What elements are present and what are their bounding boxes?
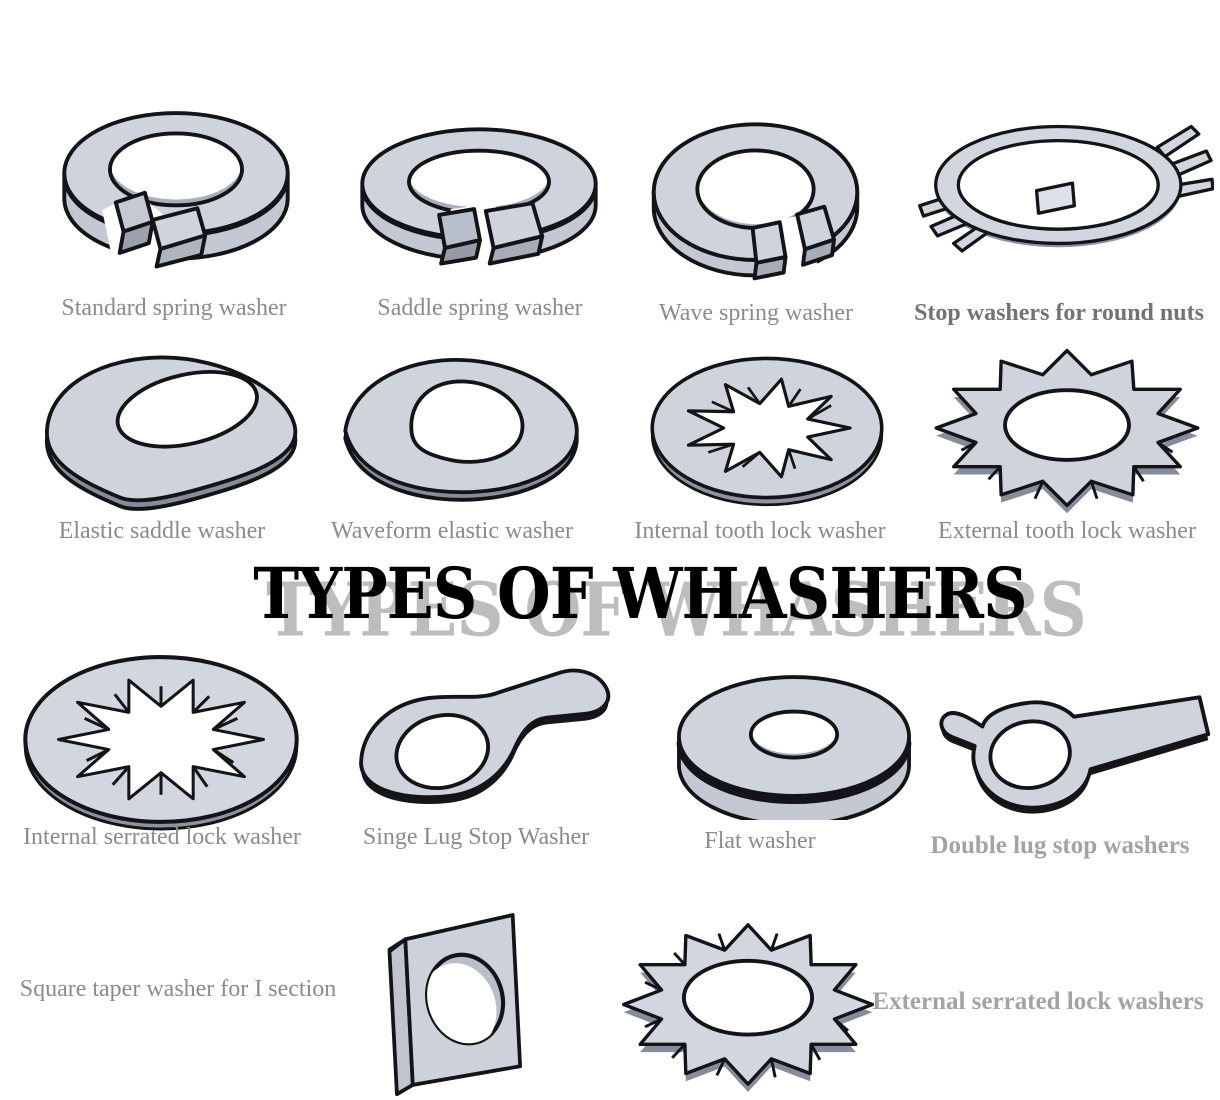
- label-flat-washer: Flat washer: [704, 828, 816, 854]
- internal-tooth-lock-washer-image: [650, 356, 884, 507]
- square-taper-washer-image: [387, 913, 522, 1097]
- title-block: TYPES OF WHASHERS TYPES OF WHASHERS: [0, 552, 1220, 653]
- external-tooth-lock-washer-image: [934, 348, 1200, 514]
- saddle-spring-washer-image: [360, 127, 598, 266]
- standard-spring-washer-image: [62, 111, 290, 269]
- label-square-taper-washer: Square taper washer for I section: [19, 976, 337, 1002]
- waveform-elastic-washer-image: [343, 358, 579, 502]
- label-internal-tooth-lock-washer: Internal tooth lock washer: [634, 518, 886, 544]
- flat-washer-image: [676, 675, 912, 820]
- elastic-saddle-washer-image: [45, 355, 298, 511]
- page-title: TYPES OF WHASHERS: [253, 552, 1027, 635]
- external-serrated-lock-washer-image: [621, 923, 875, 1092]
- label-elastic-saddle-washer: Elastic saddle washer: [58, 518, 266, 544]
- label-external-tooth-lock-washer: External tooth lock washer: [938, 518, 1196, 544]
- label-double-lug-stop-washers: Double lug stop washers: [930, 832, 1190, 859]
- label-internal-serrated-lock-washer: Internal serrated lock washer: [23, 824, 301, 850]
- label-external-serrated-lock-washers: External serrated lock washers: [872, 988, 1204, 1015]
- label-saddle-spring-washer: Saddle spring washer: [377, 295, 583, 321]
- internal-serrated-lock-washer-image: [23, 655, 299, 831]
- wave-spring-washer-image: [651, 122, 860, 287]
- single-lug-stop-washer-image: [359, 668, 611, 804]
- title-shadow-text: TYPES OF WHASHERS: [266, 565, 1087, 654]
- label-stop-washers-round-nuts: Stop washers for round nuts: [914, 300, 1204, 326]
- label-wave-spring-washer: Wave spring washer: [658, 300, 853, 326]
- label-standard-spring-washer: Standard spring washer: [61, 295, 287, 321]
- label-waveform-elastic-washer: Waveform elastic washer: [331, 518, 573, 544]
- stop-washer-round-nuts-image: [918, 124, 1214, 253]
- label-single-lug-stop-washer: Singe Lug Stop Washer: [362, 824, 590, 850]
- double-lug-stop-washer-image: [939, 695, 1211, 814]
